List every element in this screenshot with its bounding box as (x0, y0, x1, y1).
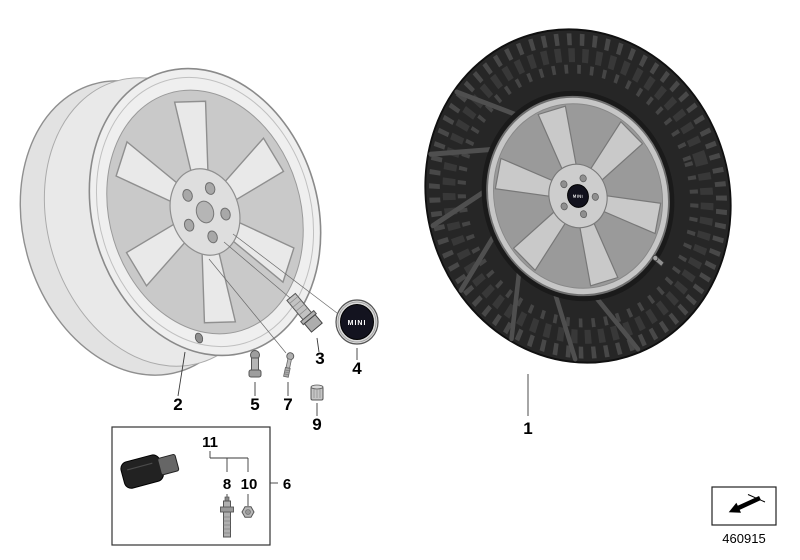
tpms-sensor[interactable] (119, 449, 180, 490)
rim-center-bore (194, 199, 217, 225)
callout-3[interactable]: 3 (315, 349, 324, 368)
tpms-valve[interactable] (220, 496, 234, 538)
callout-6[interactable]: 6 (283, 476, 291, 493)
callout-11[interactable]: 11 (202, 434, 218, 451)
wheel-bolt[interactable] (285, 291, 324, 333)
callout-10[interactable]: 10 (241, 476, 258, 493)
drawing-info-thumbnail[interactable] (711, 486, 777, 526)
core-threads (284, 369, 290, 376)
arrow-icon (728, 494, 766, 513)
callout-4[interactable]: 4 (352, 359, 362, 378)
tpms-union-nut[interactable] (241, 506, 255, 518)
valve-stem[interactable] (248, 350, 262, 378)
callout-2[interactable]: 2 (173, 395, 182, 414)
bolt-threads (289, 296, 308, 316)
complete-wheel-with-tire[interactable]: MINI (384, 0, 771, 401)
callout-9[interactable]: 9 (312, 415, 321, 434)
alloy-rim-illustration[interactable] (0, 40, 355, 405)
callout-7[interactable]: 7 (283, 395, 292, 414)
valve-core[interactable] (282, 352, 295, 378)
wheel-center-cap: MINI (567, 184, 589, 208)
hub-cap[interactable]: MINI (335, 299, 379, 345)
callout-11-bracket (209, 451, 249, 472)
rim-face (55, 40, 355, 385)
wheel-valve (652, 254, 665, 267)
hub-cap-logo-text: MINI (348, 320, 367, 327)
callout-1[interactable]: 1 (523, 419, 532, 438)
valve-cap[interactable] (310, 384, 324, 401)
callout-5[interactable]: 5 (250, 395, 259, 414)
cap-knurling (313, 389, 321, 398)
callout-8[interactable]: 8 (223, 476, 231, 493)
wheel-bolt-heads (560, 174, 599, 219)
rim-bolt-holes (174, 179, 236, 249)
drawing-number: 460915 (722, 531, 765, 546)
leader-lines-hub (208, 233, 338, 354)
rim-valve-hole (194, 332, 204, 344)
wheel-center-cap-text: MINI (573, 193, 584, 199)
tpms-valve-threads (223, 516, 231, 534)
